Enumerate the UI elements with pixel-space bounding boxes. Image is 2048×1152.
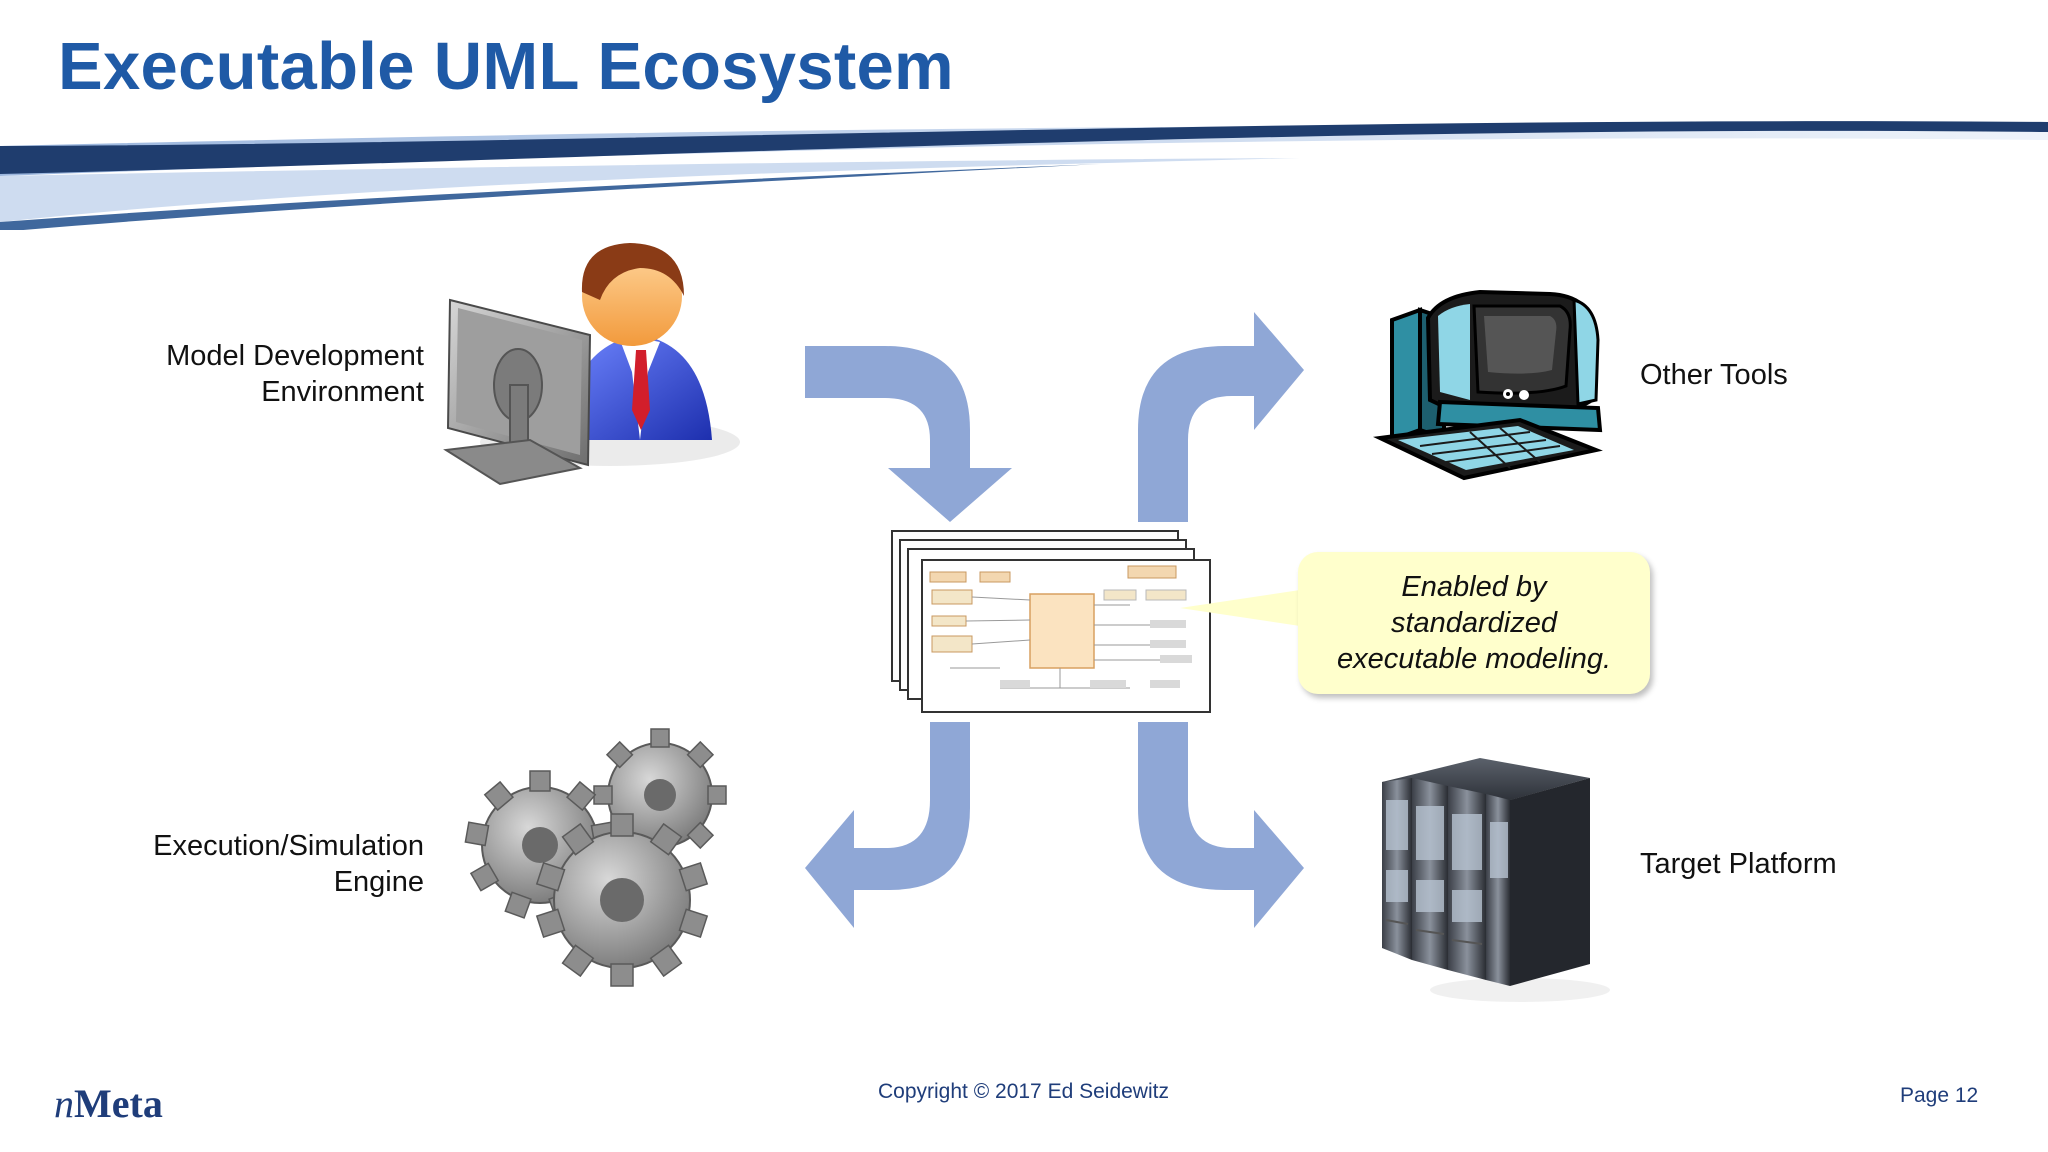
slide-title: Executable UML Ecosystem	[58, 29, 954, 104]
label-target-platform: Target Platform	[1640, 848, 1837, 880]
user-at-computer-icon	[443, 243, 740, 486]
label-line-2: Engine	[333, 866, 424, 898]
label-execution-simulation-engine: Execution/Simulation Engine	[120, 828, 424, 900]
server-rack-icon	[1382, 758, 1610, 1002]
callout-pointer	[1180, 590, 1300, 626]
flow-arrows	[805, 312, 1304, 928]
arrow-to-target-platform	[1138, 722, 1304, 928]
label-line-1: Execution/Simulation	[153, 830, 424, 862]
gears-icon	[464, 728, 727, 987]
label-line-1: Model Development	[166, 340, 424, 372]
arrow-from-model-dev	[805, 346, 1012, 522]
uml-model-documents-icon	[891, 530, 1211, 713]
header-swoosh	[0, 121, 2048, 230]
label-line-2: Environment	[261, 376, 424, 408]
callout-box: Enabled by standardized executable model…	[1298, 552, 1650, 694]
copyright-text: Copyright © 2017 Ed Seidewitz	[878, 1080, 1169, 1103]
callout-text: Enabled by standardized executable model…	[1336, 571, 1612, 675]
page-number: Page 12	[1900, 1084, 1979, 1107]
desktop-computer-icon	[1373, 289, 1603, 481]
label-model-development-environment: Model Development Environment	[120, 338, 424, 410]
arrow-to-other-tools	[1138, 312, 1304, 522]
nmeta-logo: nMeta	[54, 1080, 163, 1127]
arrow-to-execution-engine	[805, 722, 970, 928]
logo-prefix: n	[54, 1081, 74, 1126]
logo-suffix: Meta	[74, 1081, 163, 1126]
label-other-tools: Other Tools	[1640, 359, 1788, 391]
